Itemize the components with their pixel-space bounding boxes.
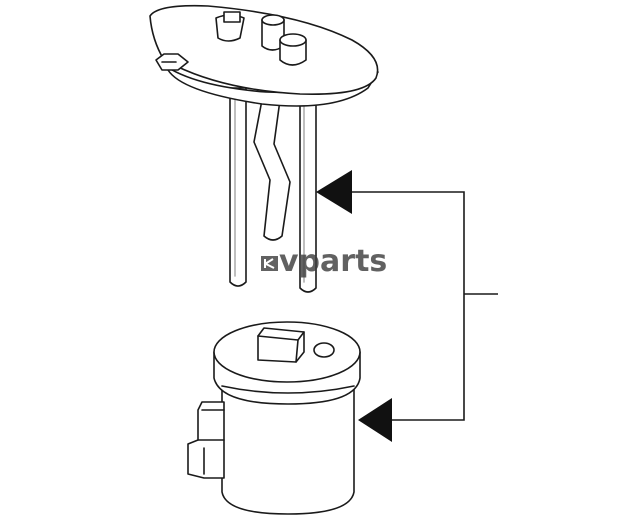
lid-port — [313, 342, 335, 358]
callout-leader — [316, 170, 498, 442]
watermark: vparts — [261, 244, 387, 279]
right-straight-tube — [299, 91, 317, 293]
pump-module-top-assembly — [149, 4, 379, 293]
bent-tube — [253, 99, 291, 241]
watermark-text: vparts — [279, 244, 387, 279]
watermark-logo-mark — [261, 256, 278, 271]
arrowhead-lower — [358, 398, 392, 442]
pump-reservoir-assembly — [187, 321, 361, 515]
left-straight-tube — [229, 87, 247, 287]
canister-body — [221, 383, 355, 515]
callout-bracket-line — [352, 191, 465, 421]
arrowhead-upper — [316, 170, 352, 214]
